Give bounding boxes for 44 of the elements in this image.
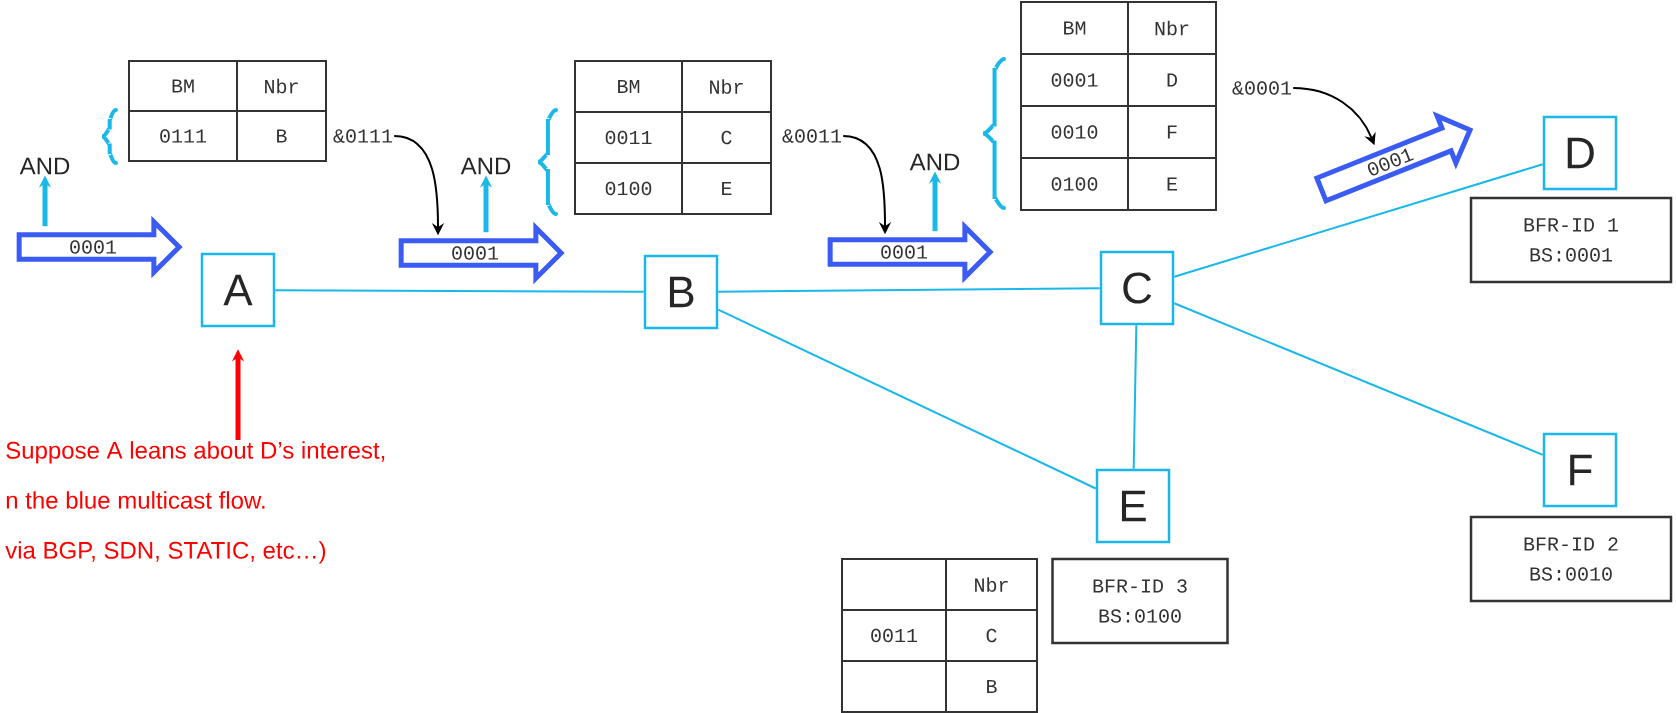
link-line xyxy=(274,289,645,293)
link-line xyxy=(1132,324,1138,470)
node-box: F xyxy=(1542,432,1618,508)
node-box: E xyxy=(1095,468,1171,544)
info-box: BFR-ID 1 BS:0001 xyxy=(1469,196,1673,284)
operator-label: AND xyxy=(909,153,960,171)
node-box: A xyxy=(200,252,276,328)
info-box: BFR-ID 2 BS:0010 xyxy=(1469,515,1673,603)
table-cell: 0011 xyxy=(841,609,947,662)
table-cell: C xyxy=(681,111,772,164)
mask-label: &0111 xyxy=(333,129,393,143)
table-cell: B xyxy=(945,660,1038,713)
table-cell: B xyxy=(236,110,327,162)
link-line xyxy=(717,287,1101,293)
mask-label: &0011 xyxy=(782,129,842,143)
table-cell: Nbr xyxy=(1127,1,1217,55)
table-cell: 0111 xyxy=(128,110,238,162)
link-line xyxy=(1173,163,1544,278)
table-cell: 0011 xyxy=(574,111,683,164)
node-box: D xyxy=(1542,115,1618,191)
table-cell: 0010 xyxy=(1020,105,1129,159)
table-cell: C xyxy=(945,609,1038,662)
note-text: Suppose A leans about D’s interest, n the blue multicast flow. via BGP, SDN, STATIC, etc…) xyxy=(5,441,385,564)
table-cell: 0001 xyxy=(1020,53,1129,107)
table-cell: 0100 xyxy=(574,162,683,215)
mask-label: &0001 xyxy=(1232,81,1292,95)
table-cell: Nbr xyxy=(681,60,772,113)
table-cell: Nbr xyxy=(945,558,1038,611)
node-box: B xyxy=(643,254,719,330)
table-cell: BM xyxy=(574,60,683,113)
table-cell: F xyxy=(1127,105,1217,159)
table-cell: BM xyxy=(128,60,238,112)
node-box: C xyxy=(1099,250,1175,326)
table-cell: E xyxy=(1127,157,1217,211)
table-cell: 0100 xyxy=(1020,157,1129,211)
table-cell: D xyxy=(1127,53,1217,107)
table-cell: E xyxy=(681,162,772,215)
info-box: BFR-ID 3 BS:0100 xyxy=(1051,557,1229,645)
operator-label: AND xyxy=(19,157,70,175)
operator-label: AND xyxy=(460,157,511,175)
link-line xyxy=(717,308,1097,490)
table-cell: BM xyxy=(1020,1,1129,55)
table-cell: Nbr xyxy=(236,60,327,112)
link-line xyxy=(1173,302,1544,456)
